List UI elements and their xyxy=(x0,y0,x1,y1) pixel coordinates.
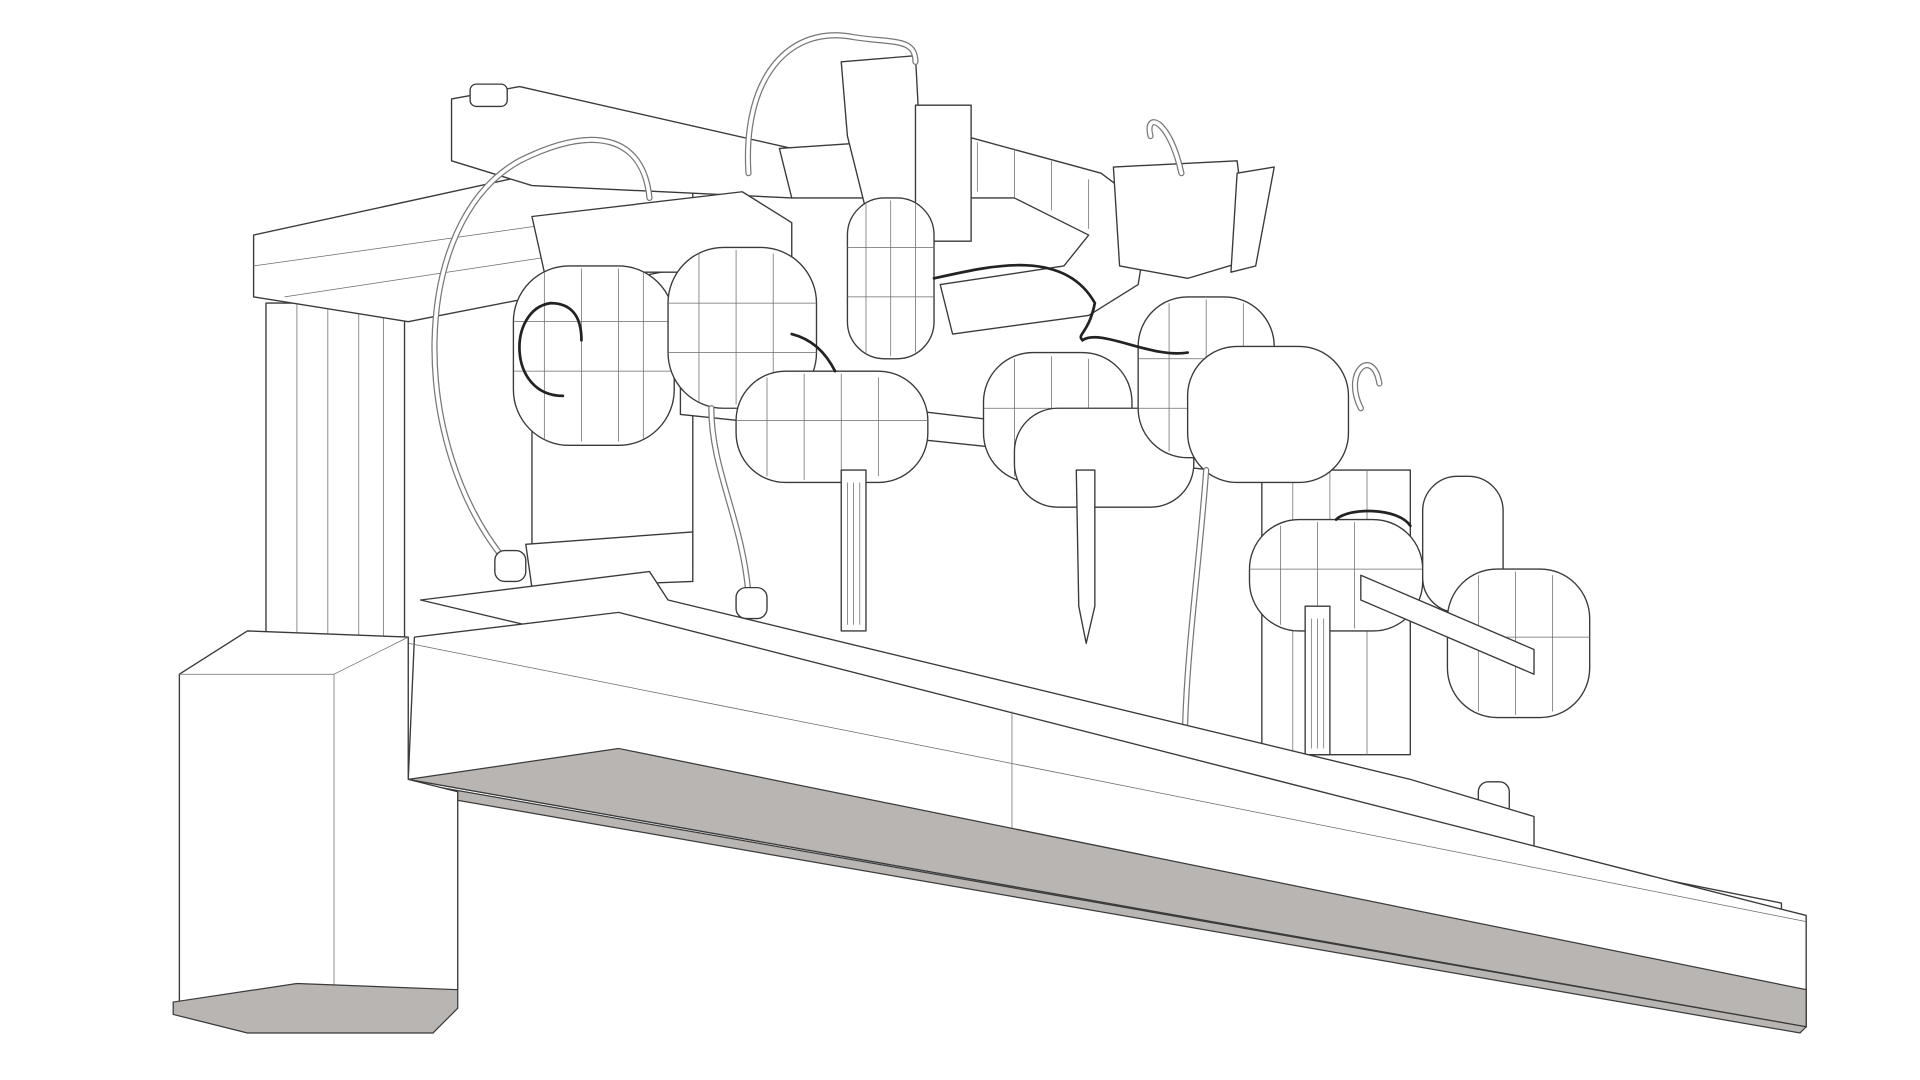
left-pillar xyxy=(172,630,459,1034)
main-beam xyxy=(407,570,1808,1034)
instruments xyxy=(840,467,1331,756)
robot-arms xyxy=(512,197,1591,719)
top-ring xyxy=(744,32,1275,335)
